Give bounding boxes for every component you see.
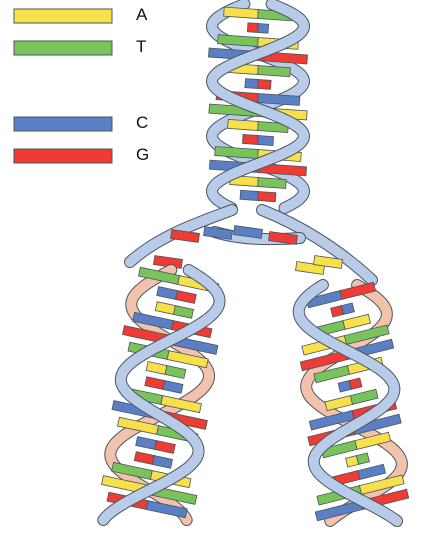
base-c: [245, 79, 258, 89]
base-g: [258, 80, 271, 90]
base-c: [163, 381, 183, 394]
daughter-helix-right: [299, 282, 409, 521]
legend-swatch-g: [14, 149, 112, 163]
base-a: [146, 362, 167, 375]
base-t: [165, 366, 186, 379]
base-t: [258, 178, 287, 189]
base-c: [157, 287, 178, 300]
base-c: [136, 437, 157, 450]
base-g: [247, 23, 258, 33]
base-c: [152, 456, 172, 469]
base-c: [258, 24, 269, 34]
base-t: [350, 389, 378, 404]
legend-label-t: T: [136, 38, 146, 55]
legend-label-a: A: [136, 6, 147, 23]
base-c: [341, 303, 354, 314]
base-g: [349, 378, 362, 389]
base-g: [176, 291, 197, 304]
base-g: [171, 230, 200, 243]
base-g: [242, 134, 258, 144]
parent-helix: [208, 4, 307, 208]
base-t: [215, 147, 259, 159]
base-g: [134, 452, 154, 465]
base-c: [358, 464, 386, 479]
legend-label-c: C: [136, 114, 148, 131]
base-g: [155, 441, 176, 454]
base-a: [224, 7, 259, 18]
legend-swatch-t: [14, 41, 112, 55]
base-c: [258, 136, 274, 146]
base-c: [204, 227, 233, 240]
base-a: [343, 314, 371, 329]
dna-helix: [102, 4, 409, 521]
base-t: [173, 306, 193, 319]
base-a: [228, 119, 259, 130]
legend-swatch-c: [14, 117, 112, 131]
base-g: [145, 377, 165, 390]
daughter-helix-left: [102, 267, 220, 520]
legend-label-g: G: [136, 146, 149, 163]
base-a: [325, 396, 353, 411]
base-t: [258, 66, 291, 77]
base-a: [155, 302, 175, 315]
base-legend: [14, 9, 112, 163]
legend-swatch-a: [14, 9, 112, 23]
base-g: [258, 192, 276, 202]
base-c: [240, 190, 258, 200]
base-t: [356, 453, 369, 464]
